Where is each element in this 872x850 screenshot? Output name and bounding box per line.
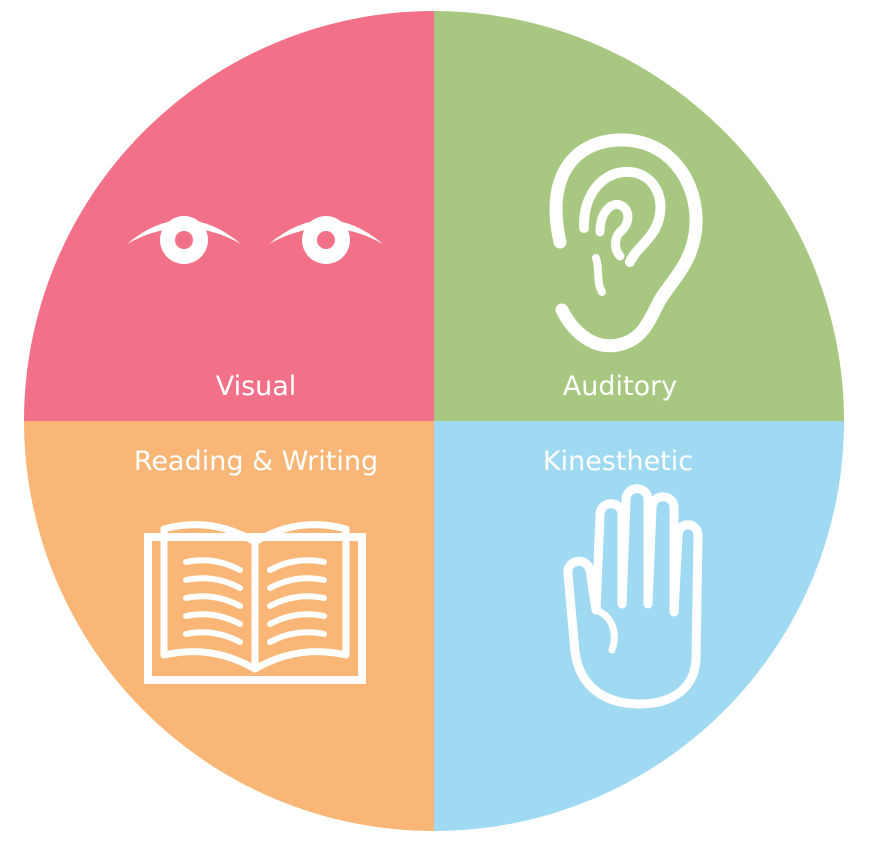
label-kinesthetic: Kinesthetic bbox=[543, 446, 693, 477]
open-book-icon bbox=[144, 521, 366, 684]
right-eye-icon bbox=[269, 216, 383, 264]
quadrant-visual bbox=[24, 11, 434, 421]
hand-icon bbox=[563, 484, 703, 709]
label-visual: Visual bbox=[216, 371, 297, 402]
left-eye-icon bbox=[127, 216, 241, 264]
label-reading-writing: Reading & Writing bbox=[134, 446, 378, 477]
quadrant-auditory bbox=[434, 11, 844, 421]
ear-icon bbox=[549, 133, 703, 353]
quadrant-kinesthetic bbox=[434, 421, 844, 831]
label-auditory: Auditory bbox=[563, 371, 677, 402]
eyes-icon bbox=[127, 216, 383, 264]
